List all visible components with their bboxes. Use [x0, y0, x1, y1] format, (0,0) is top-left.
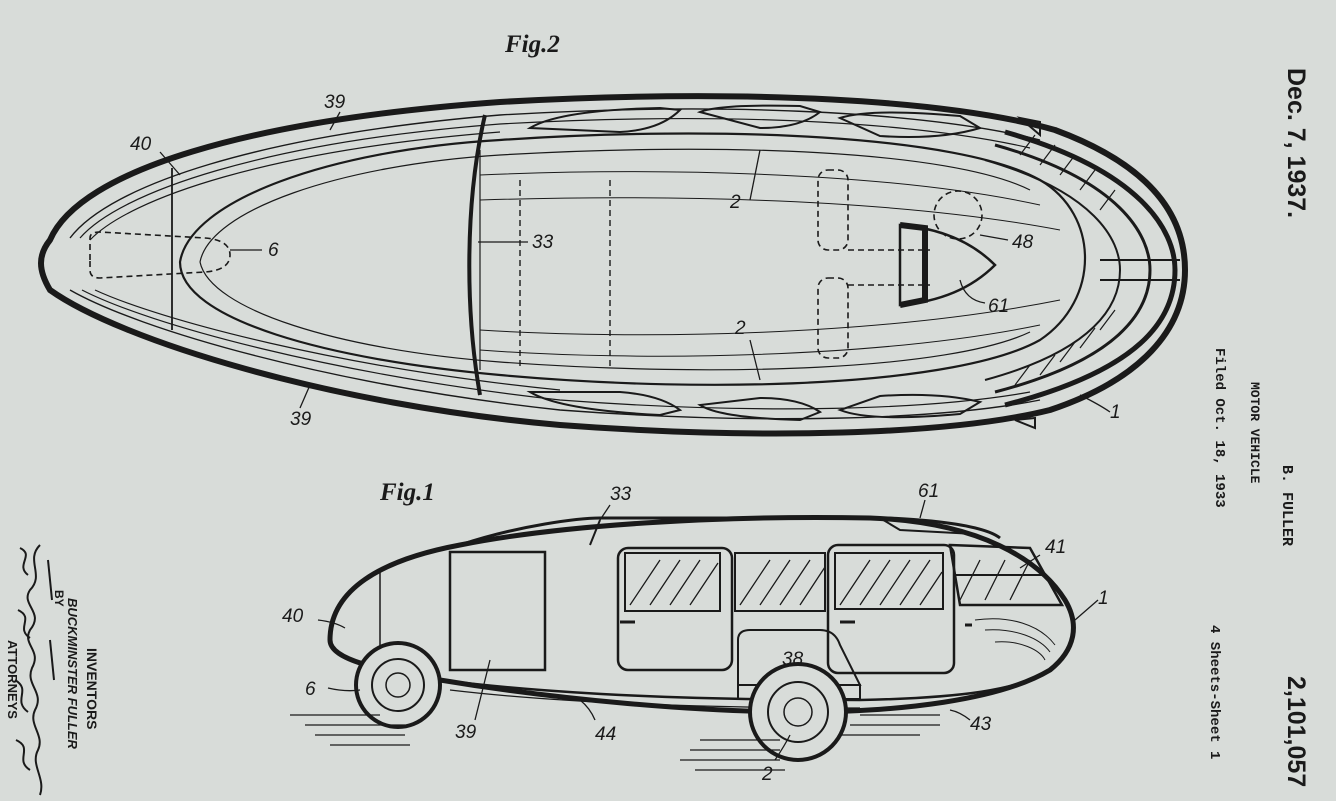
- inventors-label: INVENTORS: [84, 648, 100, 730]
- fig2-ref-61: 61: [988, 296, 1009, 317]
- fig2-ref-39-bottom: 39: [290, 409, 312, 430]
- fig2-ref-2-bottom: 2: [734, 318, 746, 339]
- fig2-ref-2-top: 2: [729, 192, 741, 213]
- fig2-ref-39-top: 39: [324, 92, 346, 113]
- patent-date: Dec. 7, 1937.: [1282, 68, 1310, 219]
- fig1-ref-61: 61: [918, 481, 939, 502]
- inventor-name: BUCKMINSTER FULLER: [65, 598, 80, 749]
- sheet-count: 4 Sheets-Sheet 1: [1206, 625, 1222, 760]
- fig1-ref-41: 41: [1045, 537, 1066, 558]
- fig2-ref-6: 6: [268, 240, 279, 261]
- attorney-label: ATTORNEYS: [5, 640, 20, 719]
- attorney-signature-icon: [14, 544, 55, 796]
- fig1-ref-44: 44: [595, 724, 616, 745]
- fig2-ref-40: 40: [130, 134, 152, 155]
- inventor-header: B. FULLER: [1278, 465, 1295, 547]
- fig2-ref-33: 33: [532, 232, 554, 253]
- fig2-top-view-drawing: [38, 93, 1189, 437]
- patent-title: MOTOR VEHICLE: [1247, 382, 1262, 484]
- fig1-ref-39: 39: [455, 722, 477, 743]
- fig1-ref-33: 33: [610, 484, 632, 505]
- fig2-ref-1: 1: [1110, 402, 1121, 423]
- fig1-ref-1: 1: [1098, 588, 1109, 609]
- fig1-ref-40: 40: [282, 606, 304, 627]
- fig1-ref-6: 6: [305, 679, 316, 700]
- fig1-caption: Fig.1: [379, 479, 435, 506]
- by-label: BY: [52, 590, 66, 607]
- fig1-ref-2: 2: [761, 764, 773, 785]
- fig1-ref-38: 38: [782, 649, 804, 670]
- fig2-caption: Fig.2: [504, 31, 560, 58]
- patent-number: 2,101,057: [1282, 676, 1310, 788]
- fig1-side-view-drawing: [290, 499, 1099, 771]
- filed-date: Filed Oct. 18, 1933: [1211, 348, 1227, 508]
- fig1-ref-43: 43: [970, 714, 992, 735]
- fig2-ref-48: 48: [1012, 232, 1034, 253]
